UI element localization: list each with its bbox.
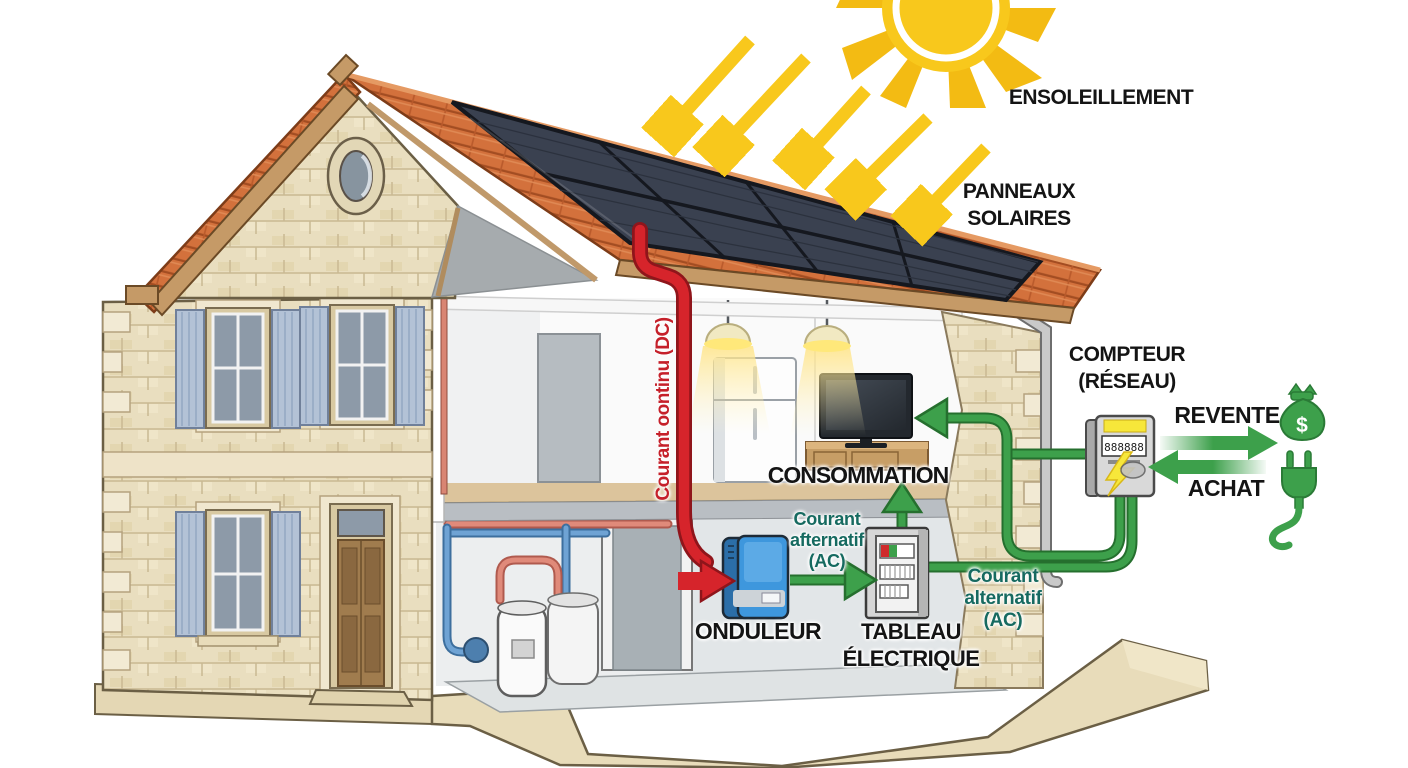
entrance-door xyxy=(308,495,414,708)
money-bag-icon: $ xyxy=(1279,382,1326,442)
label-revente: REVENTE xyxy=(1174,402,1280,428)
attic-interior xyxy=(430,204,599,298)
label-onduleur: ONDULEUR xyxy=(694,618,822,644)
arrow-to-consommation xyxy=(880,480,924,514)
achat-arrow xyxy=(1148,450,1266,484)
pendant-lamp xyxy=(688,300,770,434)
dc-current-pipe xyxy=(632,222,714,570)
label-tableau-electrique: TABLEAU ÉLECTRIQUE xyxy=(842,619,980,671)
shutter xyxy=(299,306,329,426)
ac-flow-pipes xyxy=(896,412,1138,573)
inverter-device xyxy=(721,534,790,620)
water-heater xyxy=(496,600,548,698)
label-courant-alternatif-ac-right: Courant alternatif (AC) xyxy=(964,566,1042,631)
front-facade xyxy=(101,296,434,708)
shutter xyxy=(395,306,425,426)
dc-arrow-into-inverter xyxy=(678,558,737,604)
pendant-lamp xyxy=(790,300,866,436)
label-courant-continu-dc: Courant oontinu (DC) xyxy=(652,317,674,501)
oculus-window xyxy=(326,136,386,216)
meter-display: 888888 xyxy=(1104,441,1144,454)
plug-icon xyxy=(1269,450,1317,551)
sun-ray-arrow-icon xyxy=(668,35,991,220)
ac-arrow-inverter-to-panel xyxy=(790,558,879,602)
label-achat: ACHAT xyxy=(1187,475,1265,501)
label-consommation: CONSOMMATION xyxy=(767,462,950,488)
lightning-bolt-icon xyxy=(1104,451,1136,497)
sun-icon xyxy=(836,0,1056,108)
shutter xyxy=(271,511,301,637)
upper-room xyxy=(425,295,965,523)
label-panneaux-solaires: PANNEAUX SOLAIRES xyxy=(962,180,1076,230)
window-lower-left xyxy=(175,501,301,647)
basement-door xyxy=(601,515,693,671)
arrow-to-consumption-tv xyxy=(913,396,949,440)
floor-slab xyxy=(427,476,966,522)
circulator-pump xyxy=(463,637,489,663)
power-meter-device: 888888 xyxy=(1085,414,1156,498)
label-ensoleillement: ENSOLEILLEMENT xyxy=(1008,86,1194,109)
electrical-panel-device xyxy=(864,526,930,620)
basement-pipes xyxy=(442,519,673,657)
window-upper-left xyxy=(175,299,301,433)
label-compteur-reseau: COMPTEUR (RÉSEAU) xyxy=(1068,343,1186,393)
water-heater xyxy=(547,592,599,685)
hallway-door xyxy=(537,333,601,483)
shutter xyxy=(175,309,205,429)
solar-panels xyxy=(450,100,1044,303)
window-upper-right xyxy=(299,296,425,430)
shutter xyxy=(175,511,205,637)
revente-arrow xyxy=(1160,426,1278,460)
label-courant-alternatif-ac-left: Courant afternatif (AC) xyxy=(789,509,864,571)
dollar-symbol: $ xyxy=(1296,414,1308,437)
shutter xyxy=(271,309,301,429)
